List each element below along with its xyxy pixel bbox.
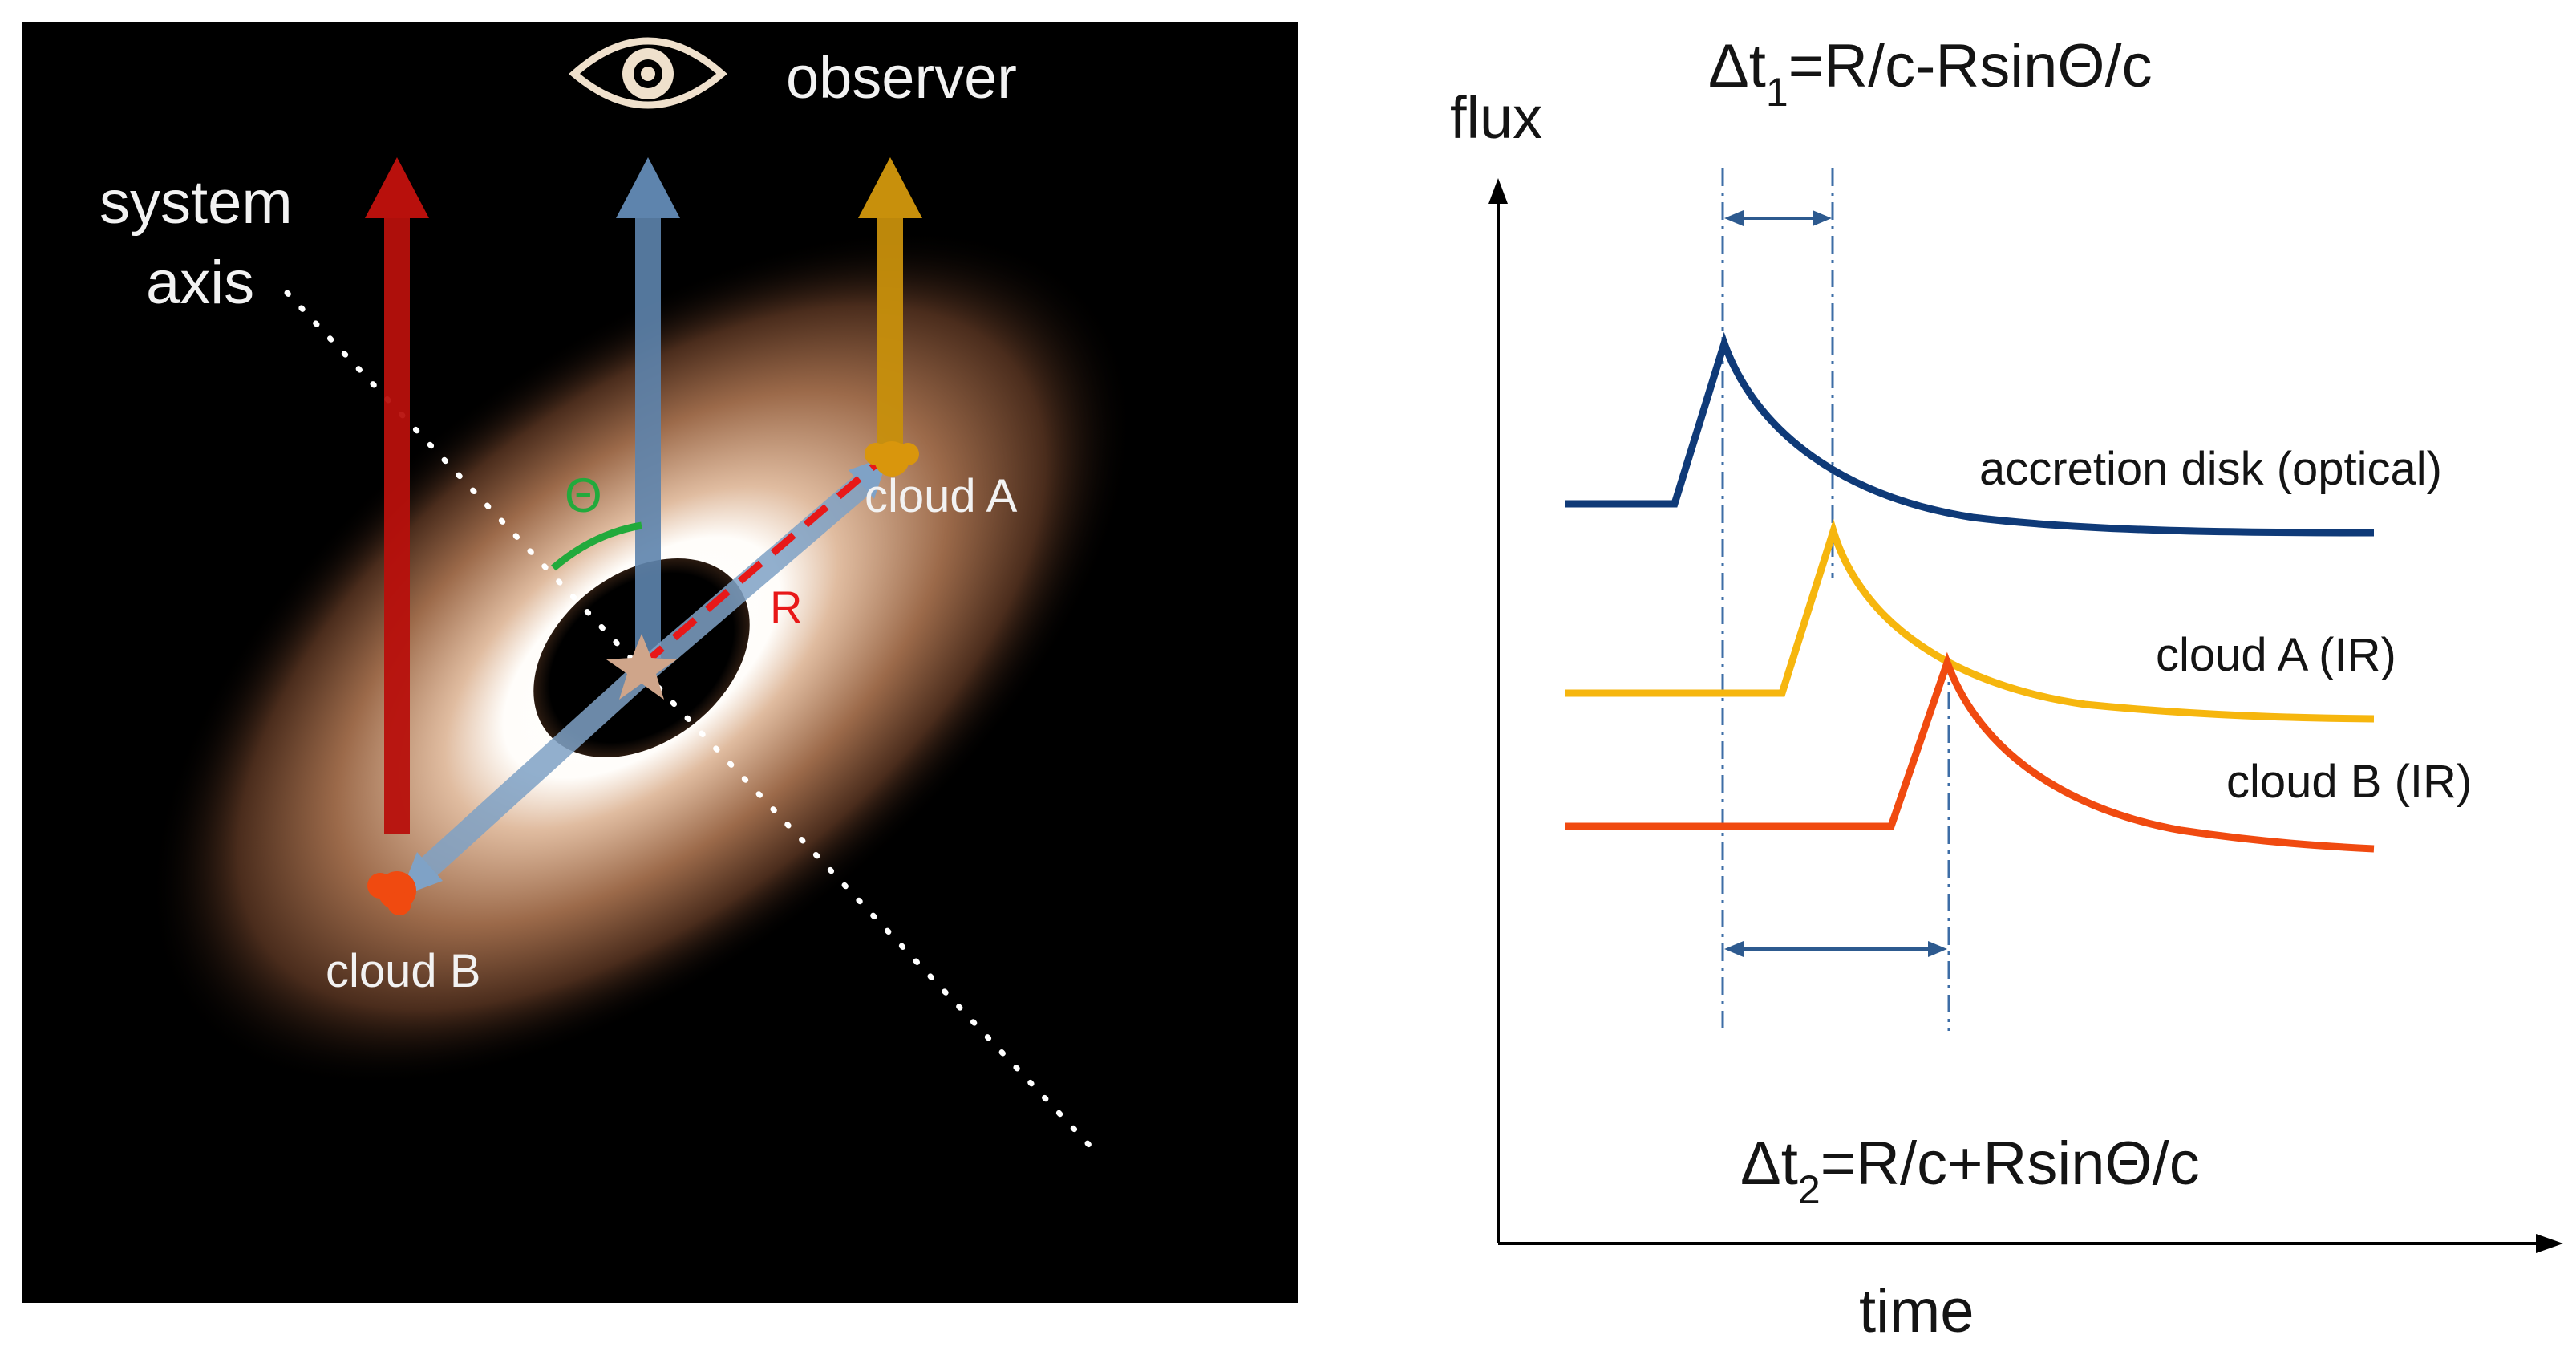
curve-label-cloud-b: cloud B (IR) xyxy=(2226,756,2472,808)
dt2-double-arrow xyxy=(1724,941,1947,957)
curve-label-accretion-disk: accretion disk (optical) xyxy=(1979,443,2442,495)
x-axis-label: time xyxy=(1859,1277,1975,1345)
guide-lines xyxy=(1721,168,1950,1031)
cloud-a-curve xyxy=(1565,518,2375,723)
curve-label-cloud-a: cloud A (IR) xyxy=(2156,629,2396,681)
accretion-disk-curve xyxy=(1565,331,2375,537)
dt2-formula: Δt2=R/c+RsinΘ/c xyxy=(1740,1130,2200,1212)
radius-label: R xyxy=(770,582,802,632)
r-dashed-line xyxy=(639,456,885,669)
red-arrow xyxy=(365,157,429,834)
cloud-a-label: cloud A xyxy=(865,470,1018,522)
system-axis-label-line2: axis xyxy=(146,249,254,317)
system-axis-label-line1: system xyxy=(99,168,293,237)
eye-icon xyxy=(569,37,727,109)
theta-arc xyxy=(551,521,642,571)
blue-arrow xyxy=(616,157,680,658)
gold-arrow xyxy=(858,157,922,461)
cloud-a-blob xyxy=(865,441,919,477)
left-panel: observer system axis Θ cloud A cloud B R xyxy=(22,22,1298,1303)
dt1-double-arrow xyxy=(1724,210,1832,226)
cloud-b-label: cloud B xyxy=(326,945,480,997)
y-axis-label: flux xyxy=(1450,84,1542,151)
central-star xyxy=(606,634,677,700)
cloud-b-curve xyxy=(1565,651,2375,853)
theta-label: Θ xyxy=(565,469,602,522)
observer-label: observer xyxy=(786,44,1017,111)
cloud-b-blob xyxy=(367,871,416,915)
right-panel: flux time accretion disk (optical) cloud… xyxy=(1450,32,2563,1345)
axes xyxy=(1488,178,2563,1253)
dt1-formula: Δt1=R/c-RsinΘ/c xyxy=(1708,32,2153,115)
